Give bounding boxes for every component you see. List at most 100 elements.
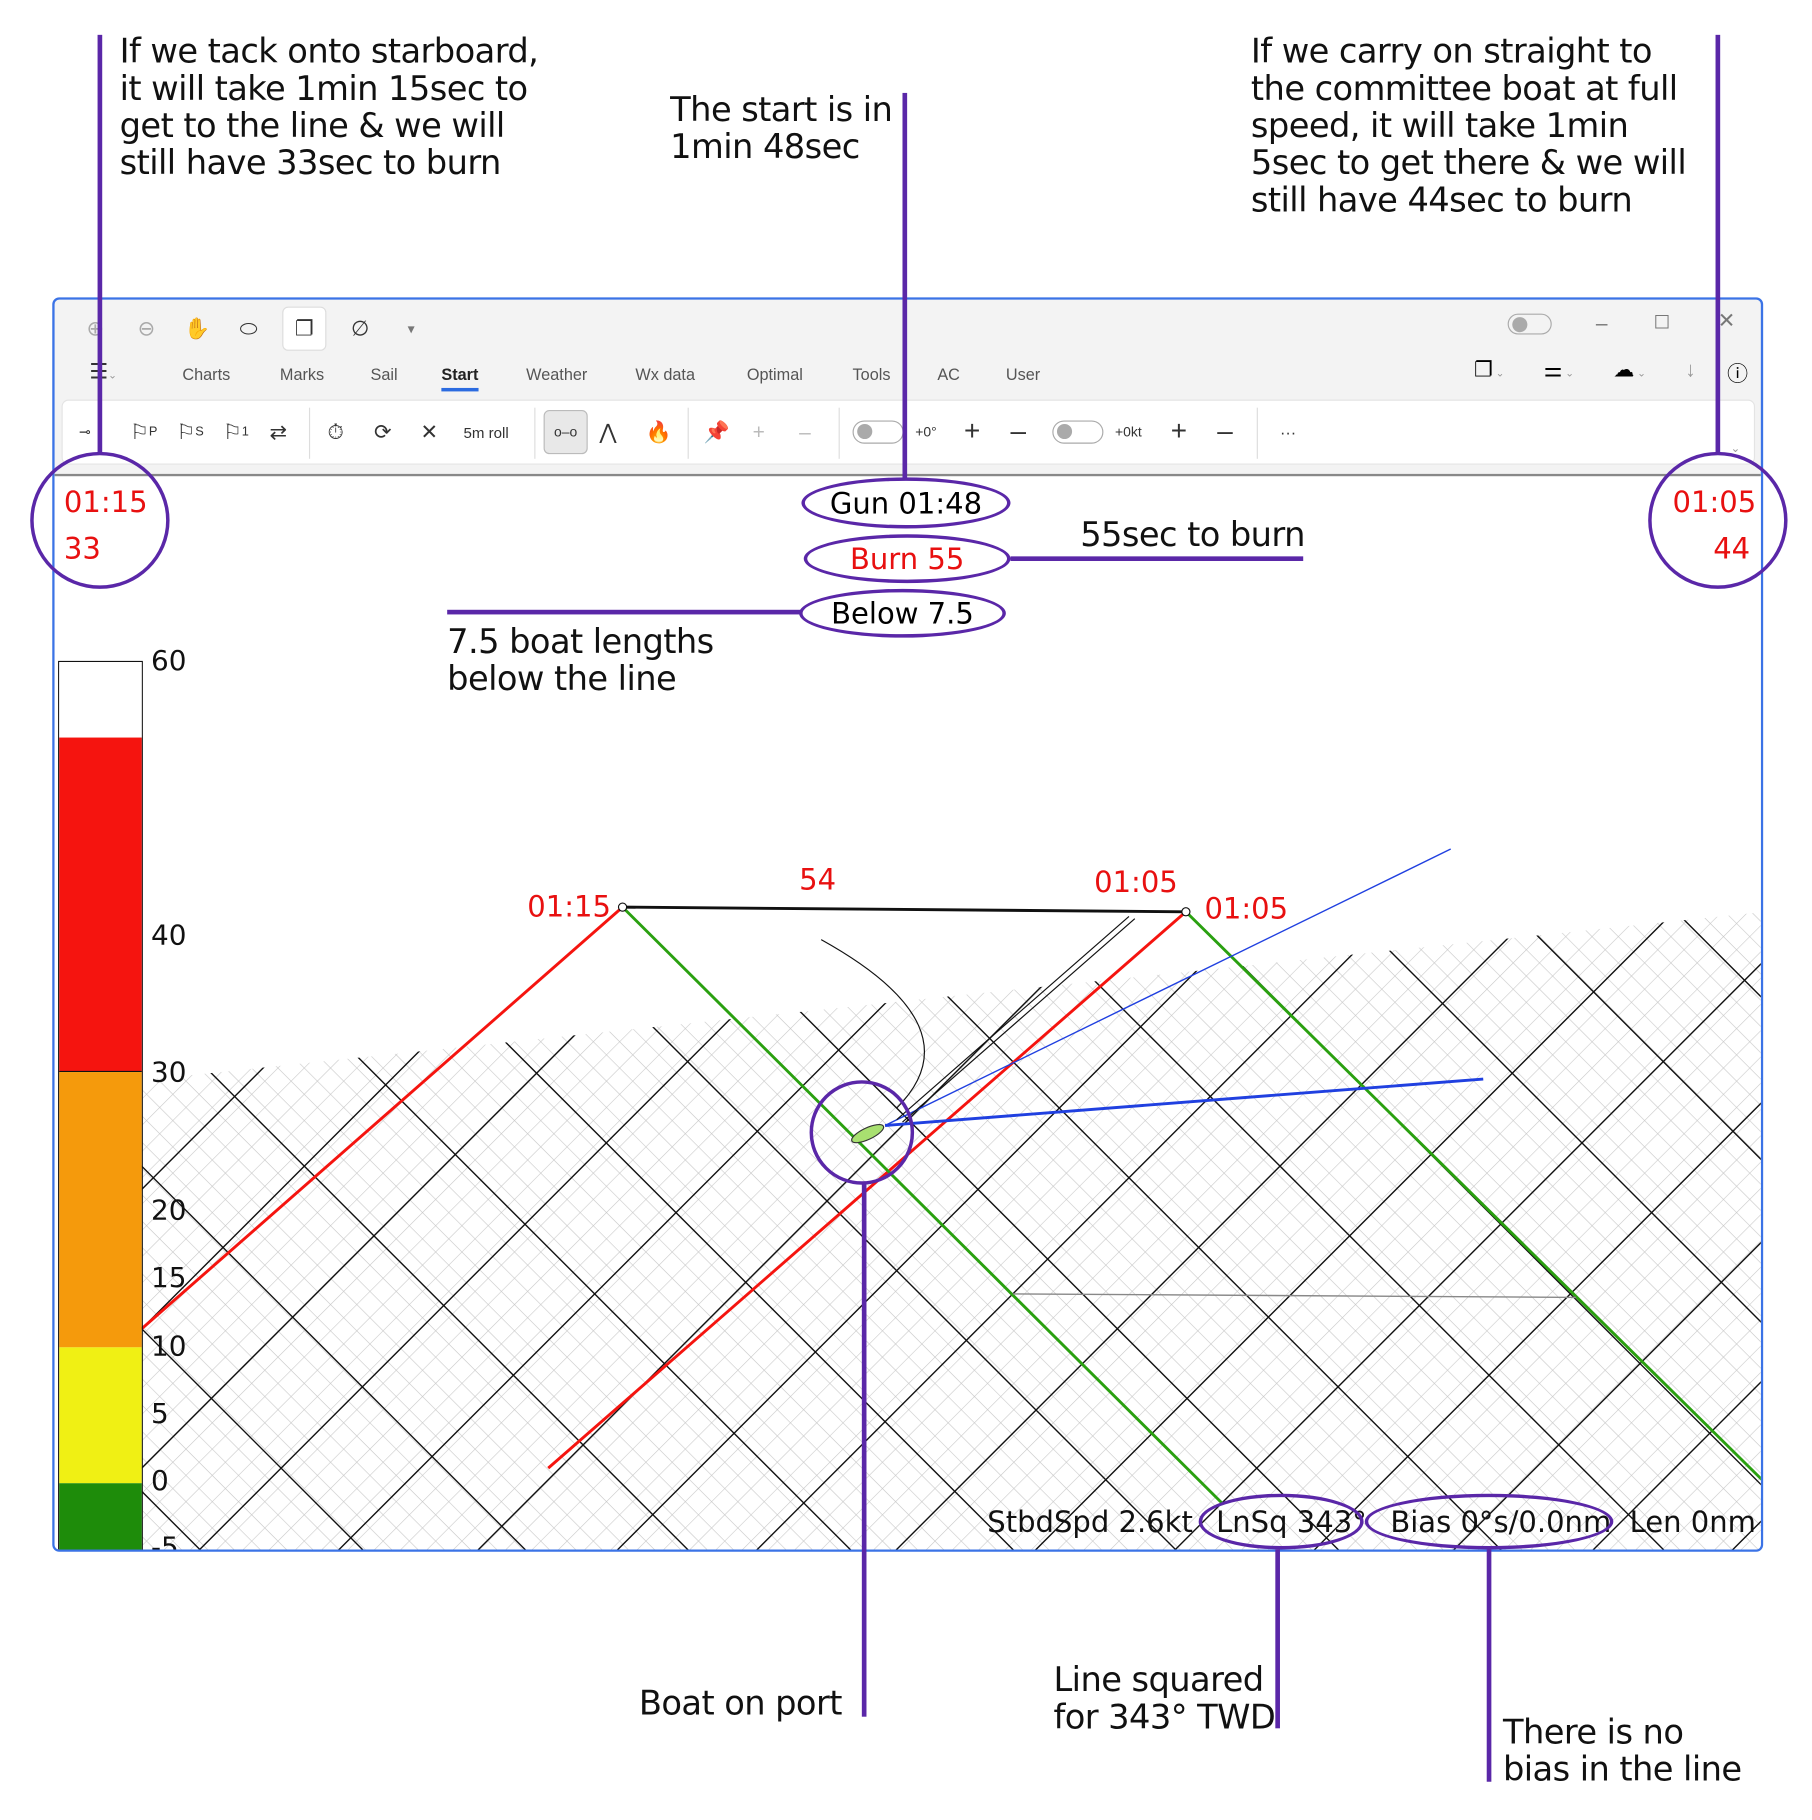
annotation-line: Line squared <box>1053 1659 1264 1700</box>
line-mode-icon[interactable]: o–o <box>543 410 588 455</box>
scale-yellow <box>59 1347 142 1484</box>
zoom-in-icon[interactable]: ⊕ <box>86 316 105 340</box>
quick-toolbar: ⊕ ⊖ ✋ ⬭ ❐ ∅ ▾ <box>78 306 429 351</box>
maximize-icon[interactable]: ☐ <box>1653 313 1671 334</box>
expand-chevron-icon[interactable]: ⌄ <box>1730 441 1741 455</box>
sliders-icon[interactable]: ⚌ ⌄ <box>1543 357 1575 381</box>
divider <box>308 407 311 459</box>
speed-toggle[interactable] <box>1052 415 1104 450</box>
boat-circle <box>809 1080 915 1185</box>
palette-icon[interactable]: ☁ ⌄ <box>1613 357 1646 381</box>
start-ribbon: ⊸ ⚐P ⚐S ⚐1 ⇄ ⏱ ⟳ ✕ 5m roll o–o ⋀ 🔥 📌 + –… <box>61 399 1756 465</box>
roll-button[interactable]: 5m roll <box>463 423 509 441</box>
connector <box>1486 1549 1492 1782</box>
angle-icon[interactable]: ⋀ <box>599 419 617 444</box>
red-layline-pin <box>140 906 624 1330</box>
menu-icon[interactable]: ☰⌄ <box>89 360 117 383</box>
grid-line <box>1093 911 1761 1550</box>
hand-pan-icon[interactable]: ✋ <box>184 316 211 340</box>
close-icon[interactable]: ✕ <box>1717 308 1736 333</box>
annotation-start: The start is in 1min 48sec <box>670 91 893 165</box>
annotation-below: 7.5 boat lengths below the line <box>447 621 714 697</box>
divider <box>534 407 536 459</box>
boat-end[interactable] <box>1181 907 1191 917</box>
hatch-area <box>141 911 1761 1550</box>
plus-disabled-icon[interactable]: + <box>752 419 765 444</box>
download-icon[interactable]: ↓ <box>1685 357 1696 381</box>
bias-oval <box>1364 1493 1614 1550</box>
boat-time-label: 01:05 <box>1094 865 1178 899</box>
angle-minus-icon[interactable]: – <box>1010 415 1027 448</box>
tack-curve <box>820 939 925 1109</box>
minus-disabled-icon[interactable]: – <box>799 419 811 444</box>
speed-minus-icon[interactable]: – <box>1217 415 1233 448</box>
tab-tools[interactable]: Tools <box>852 364 891 384</box>
swap-icon[interactable]: ⇄ <box>269 419 287 444</box>
tab-user[interactable]: User <box>1005 364 1041 384</box>
tab-optimal[interactable]: Optimal <box>746 364 803 384</box>
left-readout-circle <box>30 451 170 589</box>
copy-icon[interactable]: ❐ <box>282 306 327 351</box>
more-button[interactable]: ··· <box>1279 422 1297 442</box>
angle-plus-icon[interactable]: + <box>964 415 981 448</box>
tab-weather[interactable]: Weather <box>526 364 588 384</box>
window-toggle[interactable] <box>1507 313 1552 335</box>
tab-sail[interactable]: Sail <box>370 364 398 384</box>
help-icon[interactable]: ⓘ <box>1727 362 1749 386</box>
route-icon[interactable]: ∅ <box>350 316 370 340</box>
pin-end[interactable] <box>617 902 628 912</box>
dropdown-icon[interactable]: ▾ <box>407 320 415 337</box>
zoom-out-icon[interactable]: ⊖ <box>137 316 156 340</box>
cancel-icon[interactable]: ✕ <box>420 419 438 444</box>
annotation-line: 7.5 boat lengths <box>447 621 714 661</box>
grid-line <box>954 911 1761 1550</box>
annotation-line: for 343° TWD <box>1053 1696 1276 1737</box>
angle-offset: +0° <box>915 423 937 441</box>
grid-line <box>814 911 1761 1550</box>
tab-wx-data[interactable]: Wx data <box>635 364 695 384</box>
boat-end-time-label: 01:05 <box>1204 892 1288 926</box>
green-layline-boat <box>1184 910 1761 1481</box>
grid-line <box>141 911 1165 1550</box>
scale-white <box>59 662 142 738</box>
connector <box>1275 1549 1280 1729</box>
grid-line <box>141 911 747 1550</box>
tab-charts[interactable]: Charts <box>182 364 231 384</box>
flag-port-icon[interactable]: ⚐P <box>130 419 158 444</box>
tab-start[interactable]: Start <box>441 360 479 392</box>
annotation-line: If we tack onto starboard, <box>119 31 539 71</box>
stopwatch-icon[interactable]: ⏱ <box>327 419 344 444</box>
annotation-line: still have 44sec to burn <box>1250 180 1633 220</box>
scale-tick: 5 <box>150 1397 169 1430</box>
red-layline-boat <box>547 910 1187 1470</box>
speed-plus-icon[interactable]: + <box>1170 415 1188 448</box>
annotation-squared: Line squared for 343° TWD <box>1053 1661 1275 1735</box>
boat-icon[interactable]: ⬭ <box>239 316 258 340</box>
connector <box>902 92 908 479</box>
layers-icon[interactable]: ❐ ⌄ <box>1473 357 1505 381</box>
annotation-tack: If we tack onto starboard, it will take … <box>120 33 539 182</box>
sync-icon[interactable]: ⟳ <box>374 419 392 444</box>
grid-line <box>675 911 1722 1550</box>
minimize-icon[interactable]: – <box>1595 311 1608 335</box>
scale-tick: 40 <box>150 918 187 952</box>
speed-offset: +0kt <box>1115 423 1142 441</box>
tab-ac[interactable]: AC <box>937 364 960 384</box>
flag-first-icon[interactable]: ⚐1 <box>223 419 249 444</box>
tab-marks[interactable]: Marks <box>279 364 325 384</box>
burn-oval: Burn 55 <box>803 534 1011 584</box>
course-line <box>884 1077 1484 1127</box>
grid-line <box>1418 911 1761 1550</box>
flag-starboard-icon[interactable]: ⚐S <box>176 419 204 444</box>
right-time: 01:05 <box>1672 485 1757 520</box>
pin-icon[interactable]: 📌 <box>703 419 730 444</box>
angle-toggle[interactable] <box>852 415 904 450</box>
flame-icon[interactable]: 🔥 <box>645 419 672 444</box>
annotation-line: still have 33sec to burn <box>119 142 502 183</box>
annotation-carry: If we carry on straight to the committee… <box>1250 33 1687 220</box>
line-tool-icon[interactable]: ⊸ <box>78 423 91 441</box>
gun-oval: Gun 01:48 <box>801 477 1011 529</box>
